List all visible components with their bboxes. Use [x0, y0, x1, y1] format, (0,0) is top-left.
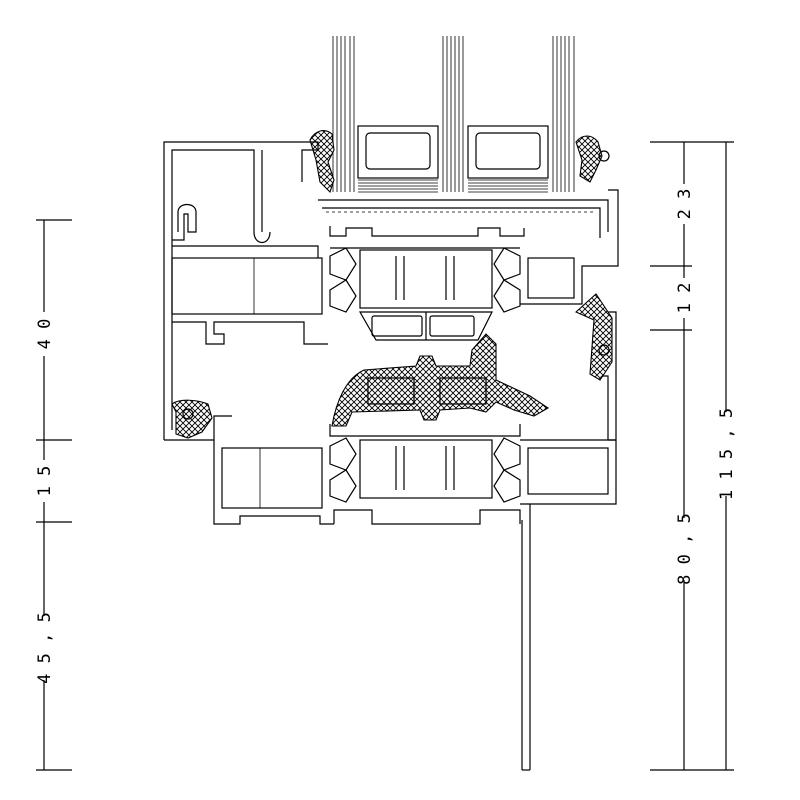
sash-lower-profile [213, 424, 617, 771]
dim-label-80-5: 8 0 , 5 [675, 513, 695, 585]
dim-label-40: 4 0 [35, 319, 55, 350]
dim-label-45-5: 4 5 , 5 [35, 612, 55, 684]
dim-label-23: 2 3 [675, 189, 695, 220]
frame-gasket-left [171, 399, 213, 439]
glass-pane-right [552, 36, 575, 192]
lower-chamber-center [359, 439, 493, 499]
dimension-lines-right [650, 141, 736, 771]
dim-label-15: 1 5 [35, 466, 55, 497]
lower-chamber-left [221, 447, 323, 509]
spacer-right [467, 125, 549, 193]
glazing-gasket-left [309, 130, 335, 194]
glazing-gasket-right [575, 135, 603, 183]
sash-chamber-upper [359, 249, 493, 309]
glass-pane-middle [442, 36, 464, 192]
right-side-seal [575, 293, 613, 381]
glazing-unit [332, 36, 575, 193]
dim-label-12: 1 2 [675, 283, 695, 314]
spacer-left [357, 125, 439, 193]
glass-pane-left [332, 36, 355, 192]
gasket-clip-right [598, 150, 610, 162]
outer-frame-profile [163, 141, 619, 441]
lower-chamber-right [527, 447, 609, 495]
dimension-lines-left [34, 219, 72, 771]
dim-label-115-5: 1 1 5 , 5 [717, 408, 737, 500]
frame-chamber-upper [171, 257, 323, 315]
frame-chamber-right [527, 257, 575, 299]
sash-upper-profile [329, 226, 525, 341]
